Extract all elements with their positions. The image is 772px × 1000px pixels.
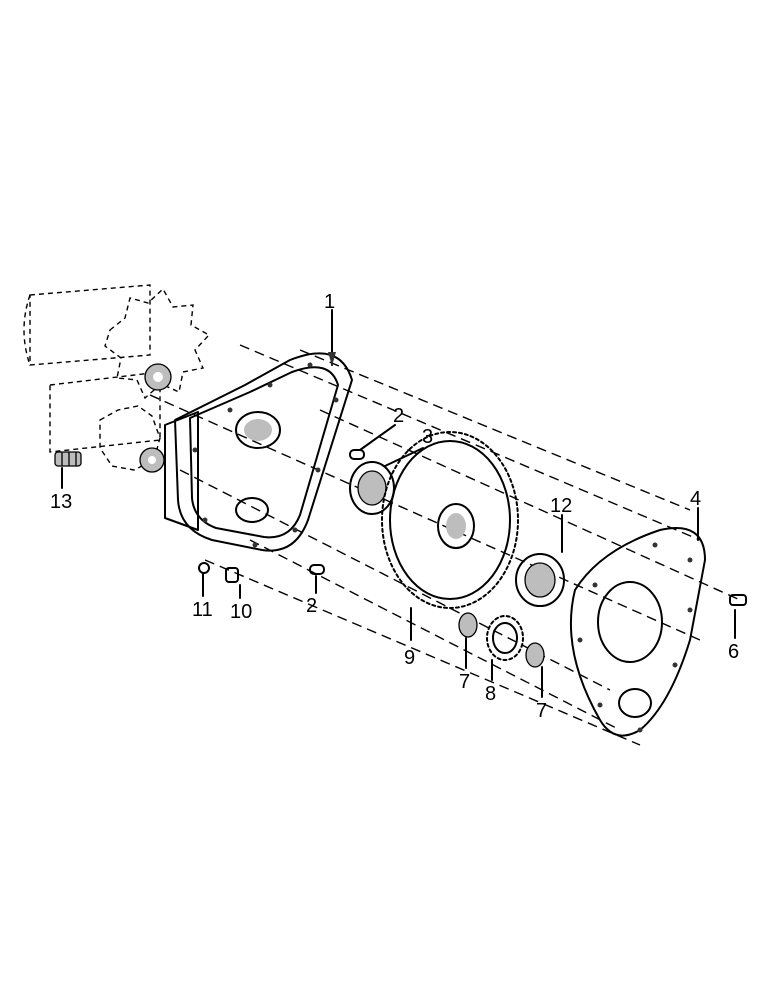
bolt-6 <box>729 594 747 606</box>
gear-housing <box>164 352 353 552</box>
callout-7-left: 7 <box>459 671 470 693</box>
needle-bearing-right <box>525 642 545 668</box>
callout-11: 11 <box>192 599 213 621</box>
callout-1: 1 <box>324 291 335 313</box>
callout-7-right: 7 <box>536 700 547 722</box>
callout-13: 13 <box>50 491 72 513</box>
callout-10: 10 <box>230 601 252 623</box>
bolt-10 <box>225 567 239 583</box>
needle-bearing-left <box>458 612 478 638</box>
washer-11 <box>198 562 210 574</box>
phantom-drive-assembly <box>23 284 211 471</box>
callout-8: 8 <box>485 683 496 705</box>
bolt-13 <box>54 451 82 467</box>
callout-labels: 1 2 3 4 12 13 2 11 10 9 6 7 8 7 <box>50 291 739 722</box>
callout-9: 9 <box>404 647 415 669</box>
callout-2-lower: 2 <box>306 595 317 617</box>
callout-3: 3 <box>422 426 433 448</box>
dowel-pin-upper <box>349 449 365 460</box>
small-spur-gear <box>486 615 524 661</box>
pinion-gear-upper <box>144 363 172 391</box>
callout-12: 12 <box>550 495 572 517</box>
leader-lines <box>61 309 736 698</box>
cover-plate <box>569 527 706 737</box>
large-spur-gear <box>381 431 519 609</box>
pinion-gear-lower <box>139 447 165 473</box>
callout-4: 4 <box>690 488 701 510</box>
bearing-12 <box>515 553 565 607</box>
callout-2-upper: 2 <box>393 405 404 427</box>
dowel-pin-lower <box>309 564 325 575</box>
callout-6: 6 <box>728 641 739 663</box>
